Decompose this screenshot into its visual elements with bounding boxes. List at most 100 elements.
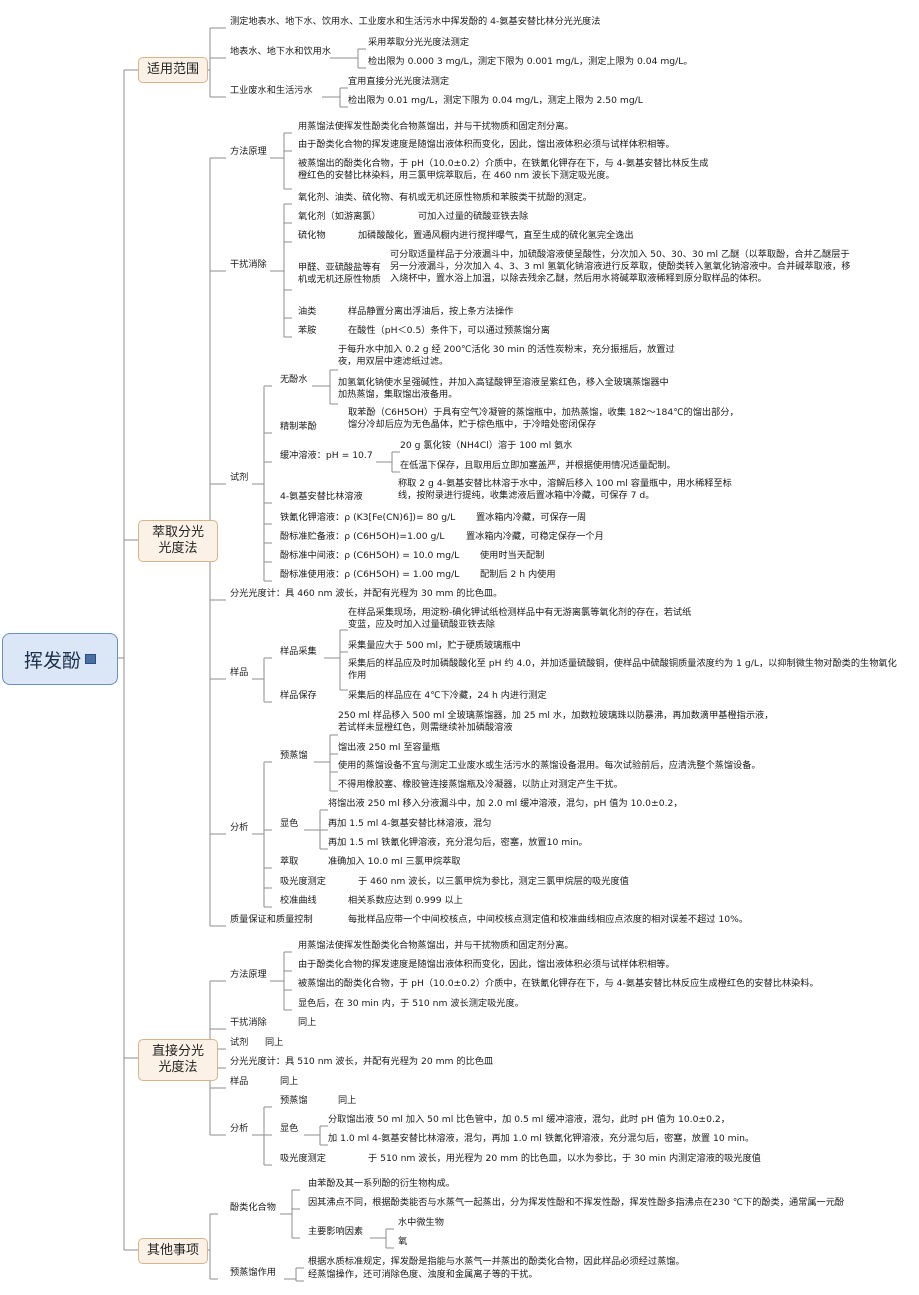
scope-waste-label: 工业废水和生活污水 bbox=[230, 85, 313, 96]
ext-c-2: 再加 1.5 ml 4-氨基安替比林溶液，混匀 bbox=[328, 818, 492, 829]
ext-aap: 称取 2 g 4-氨基安替比林溶于水中，溶解后移入 100 ml 容量瓶中，用水… bbox=[398, 478, 732, 501]
dir-c-2: 加 1.0 ml 4-氨基安替比林溶液，混匀，再加 1.0 ml 铁氰化钾溶液，… bbox=[328, 1133, 755, 1144]
ext-pd-4: 不得用橡胶塞、橡胶管连接蒸馏瓶及冷凝器，以防止对测定产生干扰。 bbox=[338, 779, 623, 790]
ext-sample-label: 样品 bbox=[230, 667, 249, 678]
ext-extract: 准确加入 10.0 ml 三氯甲烷萃取 bbox=[328, 856, 461, 867]
scope-surface-limit: 检出限为 0.000 3 mg/L，测定下限为 0.001 mg/L，测定上限为… bbox=[368, 56, 693, 67]
ext-principle-2: 由于酚类化合物的挥发速度是随馏出液体积而变化，因此，馏出液体积必须与试样体积相等… bbox=[298, 139, 675, 150]
ext-abs: 于 460 nm 波长，以三氯甲烷为参比，测定三氯甲烷层的吸光度值 bbox=[358, 876, 629, 887]
root-node[interactable]: 挥发酚 bbox=[2, 633, 118, 685]
dir-reagents: 同上 bbox=[265, 1037, 284, 1048]
other-f-1: 水中微生物 bbox=[398, 1217, 444, 1228]
ext-aap-label: 4-氨基安替比林溶液 bbox=[280, 491, 363, 502]
ext-ferri: 置冰箱内冷藏，可保存一周 bbox=[476, 512, 587, 523]
dir-sample-label: 样品 bbox=[230, 1076, 249, 1087]
dir-principle-4: 显色后，在 30 min 内，于 510 nm 波长测定吸光度。 bbox=[298, 998, 524, 1009]
dir-principle-3: 被蒸馏出的酚类化合物，于 pH（10.0±0.2）介质中，在铁氰化钾存在下，与 … bbox=[298, 978, 819, 989]
dir-abs-label: 吸光度测定 bbox=[280, 1153, 326, 1164]
other-ph-1: 由苯酚及其一系列酚的衍生物构成。 bbox=[308, 1178, 455, 1189]
ext-extract-label: 萃取 bbox=[280, 856, 299, 867]
other-pd-2: 经蒸馏操作，还可消除色度、浊度和金属离子等的干扰。 bbox=[308, 1269, 538, 1280]
ext-collect-3: 采集后的样品应及时加磷酸酸化至 pH 约 4.0，并加适量硫酸铜，使样品中硫酸铜… bbox=[348, 658, 897, 681]
ext-buffer-label: 缓冲溶液：pH = 10.7 bbox=[280, 450, 373, 461]
ext-qa: 每批样品应带一个中间校核点，中间校核点测定值和校准曲线相应点浓度的相对误差不超过… bbox=[348, 914, 749, 925]
section-scope[interactable]: 适用范围 bbox=[138, 57, 209, 83]
ext-interference-intro: 氧化剂、油类、硫化物、有机或无机还原性物质和苯胺类干扰酚的测定。 bbox=[298, 192, 592, 203]
ext-store-label: 样品保存 bbox=[280, 690, 317, 701]
ext-pd-1: 250 ml 样品移入 500 ml 全玻璃蒸馏器，加 25 ml 水，加数粒玻… bbox=[338, 710, 774, 733]
ext-stock-label: 酚标准贮备液：ρ (C6H5OH)=1.00 g/L bbox=[280, 531, 445, 542]
ext-oil: 样品静置分离出浮油后，按上条方法操作 bbox=[348, 306, 514, 317]
ext-interference-label: 干扰消除 bbox=[230, 259, 267, 270]
ext-mid: 使用时当天配制 bbox=[480, 550, 545, 561]
ext-reducing: 可分取适量样品于分液漏斗中，加硫酸溶液使呈酸性，分次加入 50、30、30 ml… bbox=[390, 249, 851, 284]
dir-color-label: 显色 bbox=[280, 1123, 299, 1134]
ext-pd-2: 馏出液 250 ml 至容量瓶 bbox=[338, 742, 441, 753]
ext-principle-label: 方法原理 bbox=[230, 146, 267, 157]
ext-collect-2: 采集量应大于 500 ml，贮于硬质玻璃瓶中 bbox=[348, 640, 521, 651]
other-f-2: 氧 bbox=[398, 1236, 408, 1247]
ext-sulfide: 加磷酸酸化，置通风橱内进行搅拌曝气，直至生成的硫化氢完全逸出 bbox=[358, 230, 634, 241]
ext-buffer-2: 在低温下保存，且取用后立即加塞盖严，并根据使用情况适量配制。 bbox=[400, 460, 676, 471]
note-icon[interactable] bbox=[85, 654, 96, 664]
ext-refined-label: 精制苯酚 bbox=[280, 421, 317, 432]
ext-collect-label: 样品采集 bbox=[280, 646, 317, 657]
other-phenols-label: 酚类化合物 bbox=[230, 1202, 276, 1213]
ext-analysis-label: 分析 bbox=[230, 822, 249, 833]
scope-surface-method: 采用萃取分光光度法测定 bbox=[368, 37, 470, 48]
dir-abs: 于 510 nm 波长，用光程为 20 mm 的比色皿，以水为参比，于 30 m… bbox=[368, 1153, 761, 1164]
ext-curve-label: 校准曲线 bbox=[280, 895, 317, 906]
dir-spectro: 分光光度计：具 510 nm 波长，并配有光程为 20 mm 的比色皿 bbox=[230, 1056, 494, 1067]
ext-stock: 置冰箱内冷藏，可稳定保存一个月 bbox=[466, 531, 604, 542]
dir-interference: 同上 bbox=[298, 1017, 317, 1028]
dir-sample: 同上 bbox=[280, 1076, 299, 1087]
ext-buffer-1: 20 g 氯化铵（NH4Cl）溶于 100 ml 氨水 bbox=[400, 440, 573, 451]
ext-sulfide-label: 硫化物 bbox=[298, 230, 326, 241]
other-pd-1: 根据水质标准规定，挥发酚是指能与水蒸气一并蒸出的酚类化合物，因此样品必须经过蒸馏… bbox=[308, 1256, 685, 1267]
other-ph-2: 因其沸点不同，根据酚类能否与水蒸气一起蒸出，分为挥发性酚和不挥发性酚，挥发性酚多… bbox=[308, 1197, 845, 1208]
ext-principle-3: 被蒸馏出的酚类化合物，于 pH（10.0±0.2）介质中，在铁氰化钾存在下，与 … bbox=[298, 158, 709, 181]
ext-principle-1: 用蒸馏法使挥发性酚类化合物蒸馏出，并与干扰物质和固定剂分离。 bbox=[298, 121, 574, 132]
ext-aniline: 在酸性（pH＜0.5）条件下，可以通过预蒸馏分离 bbox=[348, 325, 550, 336]
ext-phenolfree-1: 于每升水中加入 0.2 g 经 200℃活化 30 min 的活性炭粉末，充分振… bbox=[338, 344, 675, 367]
ext-reducing-label: 甲醛、亚硫酸盐等有机或无机还原性物质 bbox=[298, 262, 381, 285]
ext-c-3: 再加 1.5 ml 铁氰化钾溶液，充分混匀后，密塞，放置10 min。 bbox=[328, 837, 588, 848]
ext-ferri-label: 铁氰化钾溶液：ρ (K3[Fe(CN)6])= 80 g/L bbox=[280, 512, 456, 523]
dir-c-1: 分取馏出液 50 ml 加入 50 ml 比色管中，加 0.5 ml 缓冲溶液，… bbox=[328, 1114, 730, 1125]
dir-principle-1: 用蒸馏法使挥发性酚类化合物蒸馏出，并与干扰物质和固定剂分离。 bbox=[298, 940, 574, 951]
other-predistill-label: 预蒸馏作用 bbox=[230, 1267, 276, 1278]
ext-color-label: 显色 bbox=[280, 818, 299, 829]
ext-aniline-label: 苯胺 bbox=[298, 325, 317, 336]
dir-reagents-label: 试剂 bbox=[230, 1037, 249, 1048]
ext-mid-label: 酚标准中间液：ρ (C6H5OH) = 10.0 mg/L bbox=[280, 550, 460, 561]
ext-oxidant: 可加入过量的硫酸亚铁去除 bbox=[418, 211, 529, 222]
ext-curve: 相关系数应达到 0.999 以上 bbox=[348, 895, 463, 906]
ext-abs-label: 吸光度测定 bbox=[280, 876, 326, 887]
section-direct[interactable]: 直接分光光度法 bbox=[138, 1039, 218, 1081]
ext-c-1: 将馏出液 250 ml 移入分液漏斗中，加 2.0 ml 缓冲溶液，混匀，pH … bbox=[328, 798, 683, 809]
dir-principle-2: 由于酚类化合物的挥发速度是随馏出液体积而变化，因此，馏出液体积必须与试样体积相等… bbox=[298, 959, 675, 970]
ext-refined: 取苯酚（C6H5OH）于具有空气冷凝管的蒸馏瓶中，加热蒸馏，收集 182～184… bbox=[348, 407, 739, 430]
root-title: 挥发酚 bbox=[23, 649, 81, 672]
ext-store: 采集后的样品应在 4℃下冷藏，24 h 内进行测定 bbox=[348, 690, 547, 701]
dir-principle-label: 方法原理 bbox=[230, 969, 267, 980]
ext-oil-label: 油类 bbox=[298, 306, 317, 317]
scope-intro: 测定地表水、地下水、饮用水、工业废水和生活污水中挥发酚的 4-氨基安替比林分光光… bbox=[230, 16, 601, 27]
dir-predistill: 同上 bbox=[338, 1095, 357, 1106]
ext-phenolfree-2: 加氢氧化钠使水呈强碱性，并加入高锰酸钾至溶液呈紫红色，移入全玻璃蒸馏器中加热蒸馏… bbox=[338, 377, 669, 400]
section-other[interactable]: 其他事项 bbox=[138, 1238, 209, 1264]
ext-predistill-label: 预蒸馏 bbox=[280, 750, 308, 761]
scope-waste-method: 宜用直接分光光度法测定 bbox=[348, 76, 450, 87]
dir-interference-label: 干扰消除 bbox=[230, 1017, 267, 1028]
ext-use-label: 酚标准使用液：ρ (C6H5OH) = 1.00 mg/L bbox=[280, 569, 460, 580]
other-factors-label: 主要影响因素 bbox=[308, 1226, 364, 1237]
scope-surface-label: 地表水、地下水和饮用水 bbox=[230, 46, 332, 57]
ext-qa-label: 质量保证和质量控制 bbox=[230, 914, 313, 925]
section-extraction[interactable]: 萃取分光光度法 bbox=[138, 520, 218, 562]
dir-predistill-label: 预蒸馏 bbox=[280, 1095, 308, 1106]
ext-oxidant-label: 氧化剂（如游离氯） bbox=[298, 211, 381, 222]
ext-reagents-label: 试剂 bbox=[230, 472, 249, 483]
ext-phenolfree-label: 无酚水 bbox=[280, 374, 308, 385]
ext-collect-1: 在样品采集现场，用淀粉-碘化钾试纸检测样品中有无游离氯等氧化剂的存在，若试纸变蓝… bbox=[348, 607, 692, 630]
